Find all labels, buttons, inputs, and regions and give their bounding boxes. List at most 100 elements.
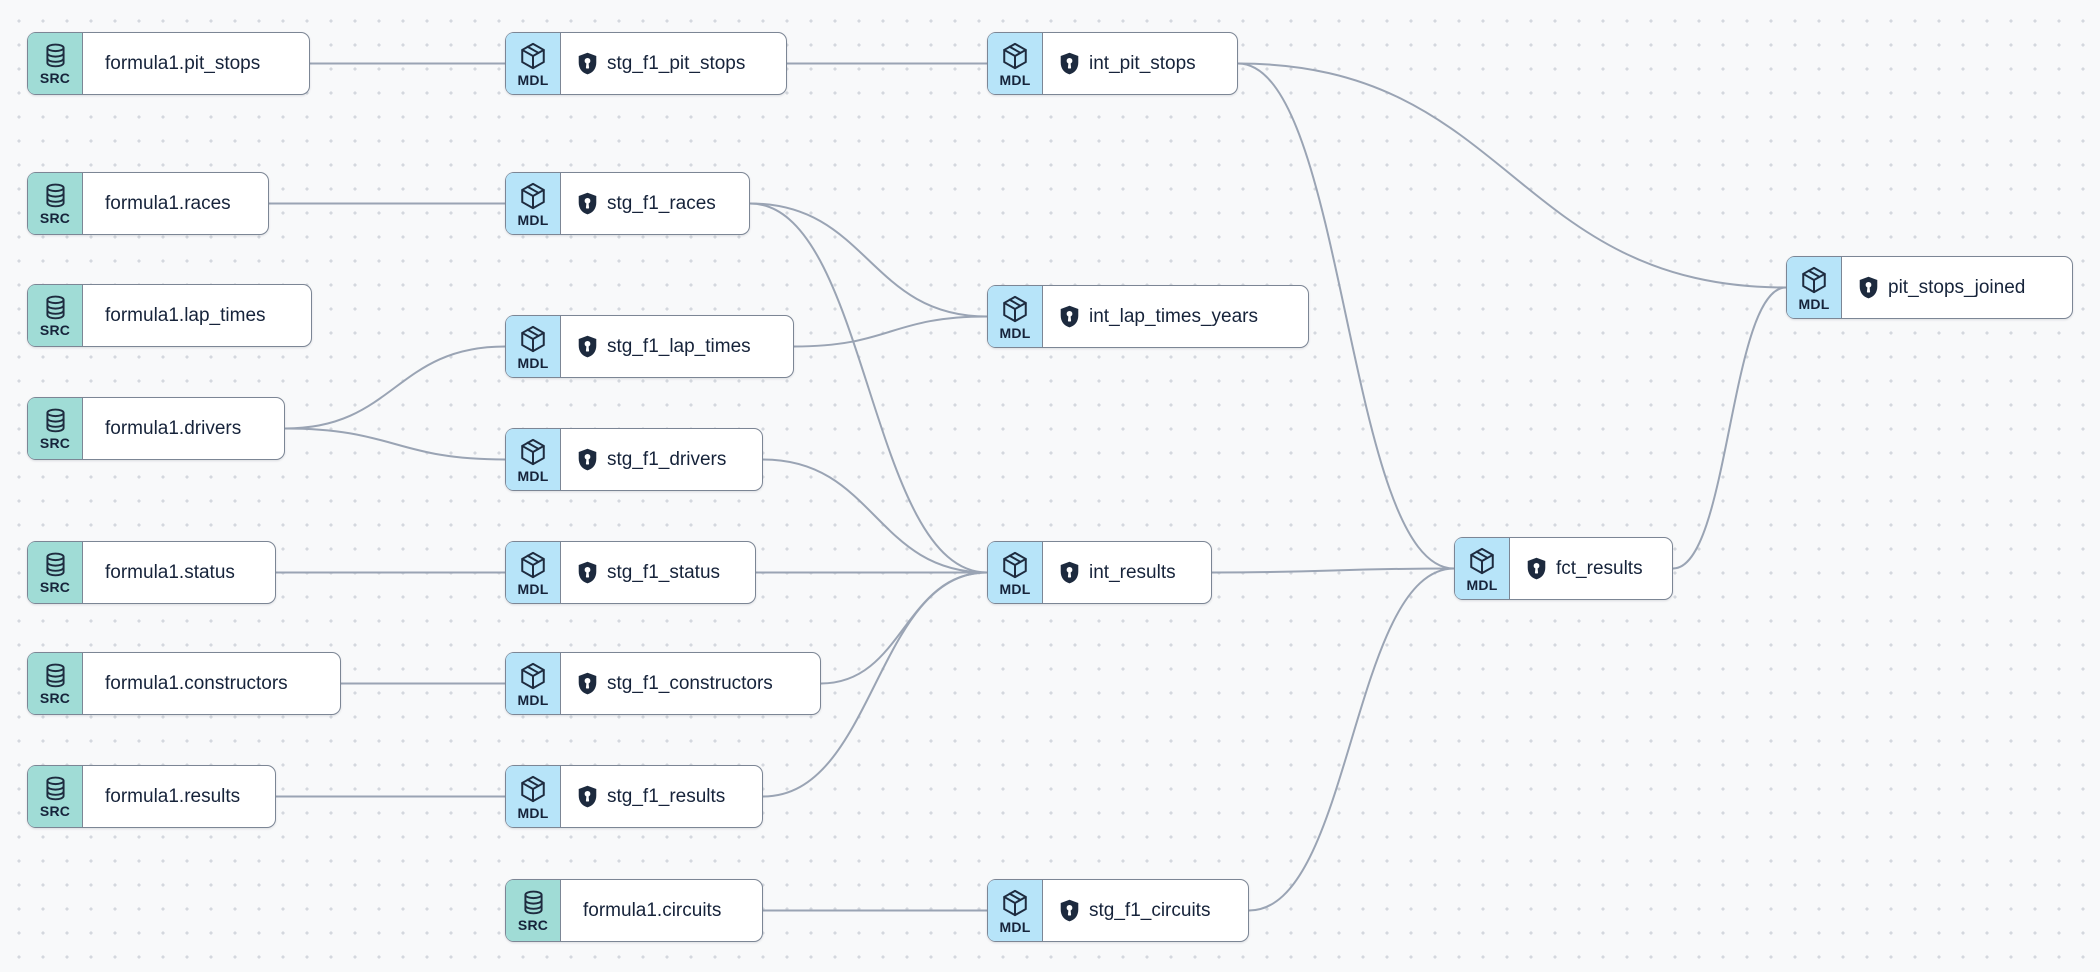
node-body: int_results bbox=[1043, 542, 1211, 603]
node-label: fct_results bbox=[1556, 557, 1643, 579]
node-label: formula1.races bbox=[105, 192, 231, 214]
graph-node[interactable]: MDL int_lap_times_years bbox=[987, 285, 1309, 348]
node-label: stg_f1_lap_times bbox=[607, 335, 751, 357]
lineage-edge bbox=[749, 202, 988, 318]
node-type-badge: MDL bbox=[999, 324, 1031, 341]
database-icon bbox=[42, 775, 69, 802]
lineage-edge bbox=[762, 571, 988, 798]
shield-icon bbox=[1858, 276, 1879, 299]
database-icon bbox=[42, 294, 69, 321]
cube-icon bbox=[1000, 550, 1030, 580]
node-type-badge: MDL bbox=[1798, 295, 1830, 312]
shield-icon bbox=[577, 672, 598, 695]
graph-node[interactable]: SRC formula1.circuits bbox=[505, 879, 763, 942]
node-kind-panel: MDL bbox=[988, 542, 1043, 603]
node-type-badge: MDL bbox=[517, 804, 549, 821]
node-kind-panel: SRC bbox=[506, 880, 561, 941]
node-body: formula1.drivers bbox=[83, 398, 284, 459]
graph-node[interactable]: MDL stg_f1_results bbox=[505, 765, 763, 828]
graph-node[interactable]: SRC formula1.pit_stops bbox=[27, 32, 310, 95]
shield-icon bbox=[1059, 899, 1080, 922]
node-body: formula1.status bbox=[83, 542, 275, 603]
node-kind-panel: MDL bbox=[506, 653, 561, 714]
node-label: stg_f1_drivers bbox=[607, 448, 727, 470]
node-type-badge: MDL bbox=[999, 918, 1031, 935]
node-body: int_lap_times_years bbox=[1043, 286, 1308, 347]
node-type-badge: MDL bbox=[517, 467, 549, 484]
node-kind-panel: SRC bbox=[28, 398, 83, 459]
graph-node[interactable]: SRC formula1.drivers bbox=[27, 397, 285, 460]
node-label: stg_f1_results bbox=[607, 785, 726, 807]
shield-icon bbox=[577, 52, 598, 75]
shield-icon bbox=[1059, 561, 1080, 584]
graph-node[interactable]: MDL stg_f1_circuits bbox=[987, 879, 1249, 942]
graph-node[interactable]: SRC formula1.races bbox=[27, 172, 269, 235]
graph-node[interactable]: MDL int_pit_stops bbox=[987, 32, 1238, 95]
node-label: int_results bbox=[1089, 561, 1176, 583]
cube-icon bbox=[1799, 265, 1829, 295]
node-label: formula1.circuits bbox=[583, 899, 722, 921]
node-kind-panel: MDL bbox=[506, 33, 561, 94]
node-label: formula1.pit_stops bbox=[105, 52, 261, 74]
graph-node[interactable]: SRC formula1.results bbox=[27, 765, 276, 828]
graph-node[interactable]: SRC formula1.constructors bbox=[27, 652, 341, 715]
shield-icon bbox=[577, 335, 598, 358]
lineage-edge bbox=[284, 427, 506, 461]
lineage-edge bbox=[793, 315, 988, 348]
cube-icon bbox=[518, 661, 548, 691]
graph-node[interactable]: MDL stg_f1_drivers bbox=[505, 428, 763, 491]
node-type-badge: MDL bbox=[999, 580, 1031, 597]
cube-icon bbox=[518, 41, 548, 71]
node-label: stg_f1_circuits bbox=[1089, 899, 1211, 921]
node-label: int_pit_stops bbox=[1089, 52, 1196, 74]
node-body: formula1.races bbox=[83, 173, 268, 234]
node-kind-panel: SRC bbox=[28, 766, 83, 827]
node-body: stg_f1_status bbox=[561, 542, 755, 603]
node-label: stg_f1_races bbox=[607, 192, 716, 214]
lineage-edge bbox=[749, 202, 988, 574]
node-type-badge: SRC bbox=[517, 917, 549, 933]
node-kind-panel: SRC bbox=[28, 173, 83, 234]
node-kind-panel: SRC bbox=[28, 542, 83, 603]
graph-node[interactable]: MDL stg_f1_lap_times bbox=[505, 315, 794, 378]
node-type-badge: SRC bbox=[39, 690, 71, 706]
node-kind-panel: MDL bbox=[506, 173, 561, 234]
graph-node[interactable]: MDL pit_stops_joined bbox=[1786, 256, 2073, 319]
node-label: stg_f1_pit_stops bbox=[607, 52, 746, 74]
node-type-badge: SRC bbox=[39, 435, 71, 451]
cube-icon bbox=[518, 324, 548, 354]
graph-node[interactable]: MDL fct_results bbox=[1454, 537, 1673, 600]
node-label: stg_f1_status bbox=[607, 561, 721, 583]
node-type-badge: MDL bbox=[1466, 576, 1498, 593]
node-body: stg_f1_lap_times bbox=[561, 316, 793, 377]
graph-node[interactable]: MDL stg_f1_pit_stops bbox=[505, 32, 787, 95]
shield-icon bbox=[1059, 52, 1080, 75]
node-kind-panel: MDL bbox=[506, 316, 561, 377]
node-kind-panel: MDL bbox=[988, 33, 1043, 94]
node-body: stg_f1_constructors bbox=[561, 653, 820, 714]
cube-icon bbox=[518, 550, 548, 580]
graph-node[interactable]: MDL int_results bbox=[987, 541, 1212, 604]
node-body: stg_f1_circuits bbox=[1043, 880, 1248, 941]
node-body: stg_f1_pit_stops bbox=[561, 33, 786, 94]
node-type-badge: SRC bbox=[39, 803, 71, 819]
shield-icon bbox=[577, 785, 598, 808]
lineage-edge bbox=[1237, 62, 1455, 570]
node-label: pit_stops_joined bbox=[1888, 276, 2026, 298]
graph-node[interactable]: SRC formula1.status bbox=[27, 541, 276, 604]
shield-icon bbox=[577, 192, 598, 215]
node-body: formula1.pit_stops bbox=[83, 33, 309, 94]
node-label: formula1.constructors bbox=[105, 672, 288, 694]
graph-node[interactable]: MDL stg_f1_races bbox=[505, 172, 750, 235]
lineage-edge bbox=[1211, 567, 1455, 574]
node-kind-panel: MDL bbox=[1455, 538, 1510, 599]
node-body: formula1.results bbox=[83, 766, 275, 827]
node-type-badge: SRC bbox=[39, 579, 71, 595]
node-kind-panel: SRC bbox=[28, 33, 83, 94]
